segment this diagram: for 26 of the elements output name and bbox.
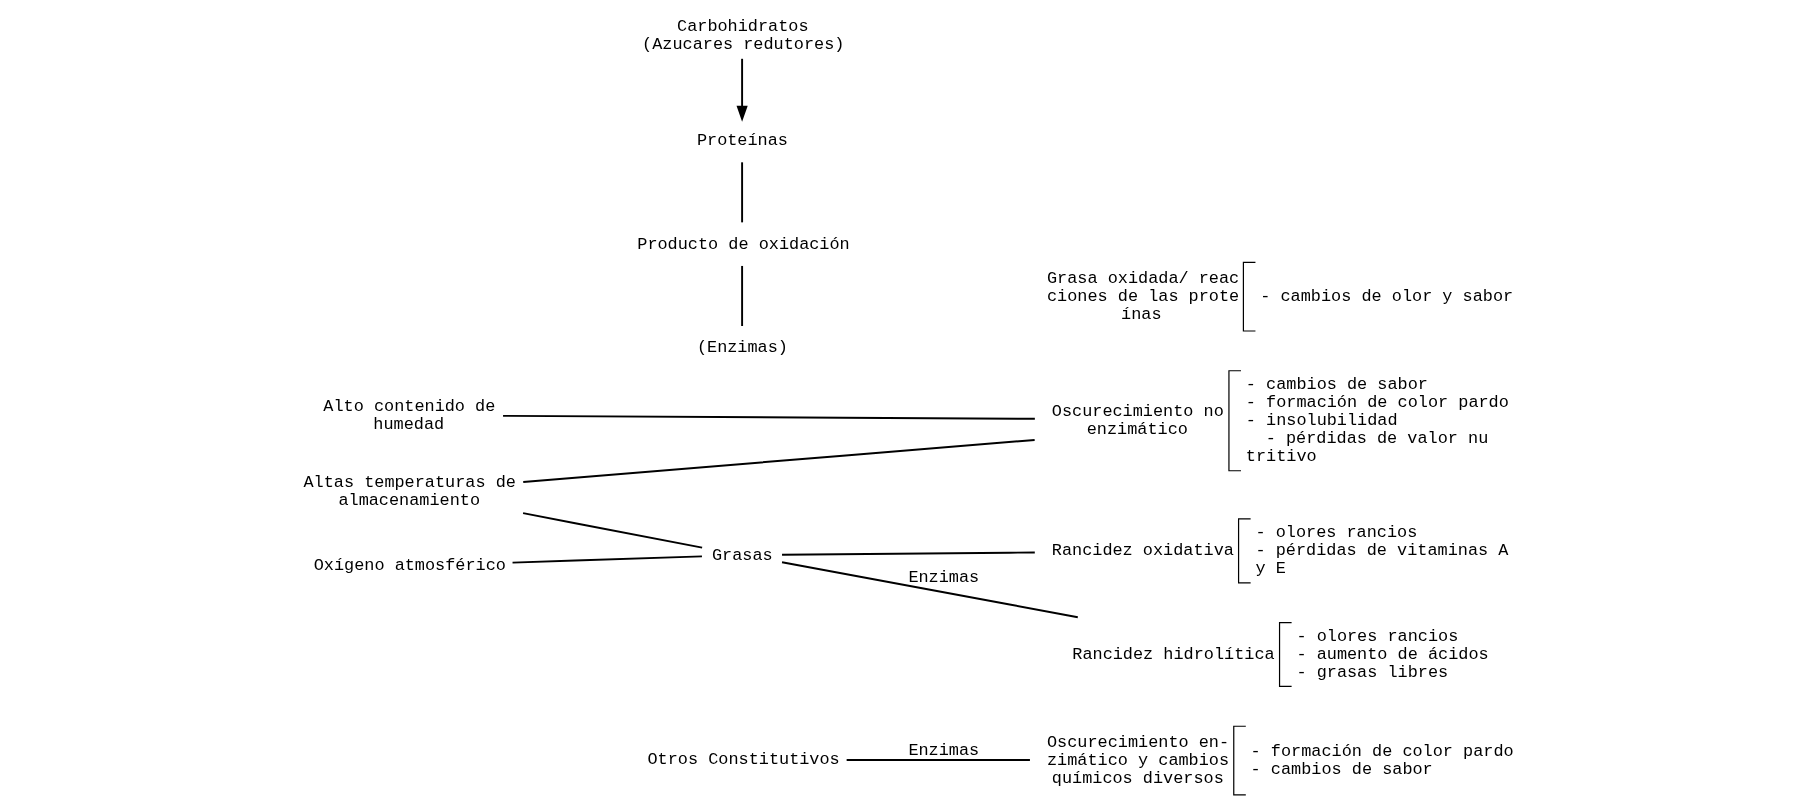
node-text: Oscurecimiento no enzimático - cambios de sabor - formación de color pardo - insolubilidad - pérdidas de valor nu tritivo	[1051, 375, 1509, 467]
node-text: Oscurecimiento en- zimático y cambios químicos diversos - formación de color pardo - cambios de sabor	[1046, 732, 1514, 789]
connector	[781, 561, 1079, 619]
connector	[522, 439, 1036, 483]
connector	[845, 759, 1031, 761]
edge-label: Enzimas	[908, 741, 980, 761]
node-text: Carbohidratos (Azucares redutores)	[642, 17, 845, 55]
node-text: Alto contenido de humedad	[323, 396, 496, 434]
edge-label: Enzimas	[908, 567, 980, 587]
node-text: Grasa oxidada/ reac ciones de las prote ínas - cambios de olor y sabor	[1046, 269, 1514, 325]
node-text: Rancidez oxidativa - olores rancios - pérdidas de vitaminas A y E	[1051, 523, 1509, 579]
node-text: Grasas	[711, 545, 773, 565]
node-text: Proteínas	[696, 131, 788, 151]
connector	[511, 555, 703, 564]
node-text: Producto de oxidación	[637, 234, 850, 254]
arrow	[736, 57, 748, 122]
connector	[522, 512, 704, 549]
node-text: (Enzimas)	[696, 338, 788, 358]
node-text: Otros Constitutivos	[647, 750, 840, 770]
node-text: Altas temperaturas de almacenamiento	[303, 472, 516, 510]
connector	[781, 551, 1036, 556]
node-text: Oxígeno atmosférico	[313, 556, 506, 576]
connector	[741, 161, 744, 224]
node-text: Rancidez hidrolítica - olores rancios - aumento de ácidos - grasas libres	[1072, 626, 1489, 683]
connector	[741, 265, 744, 327]
connector	[502, 414, 1036, 420]
